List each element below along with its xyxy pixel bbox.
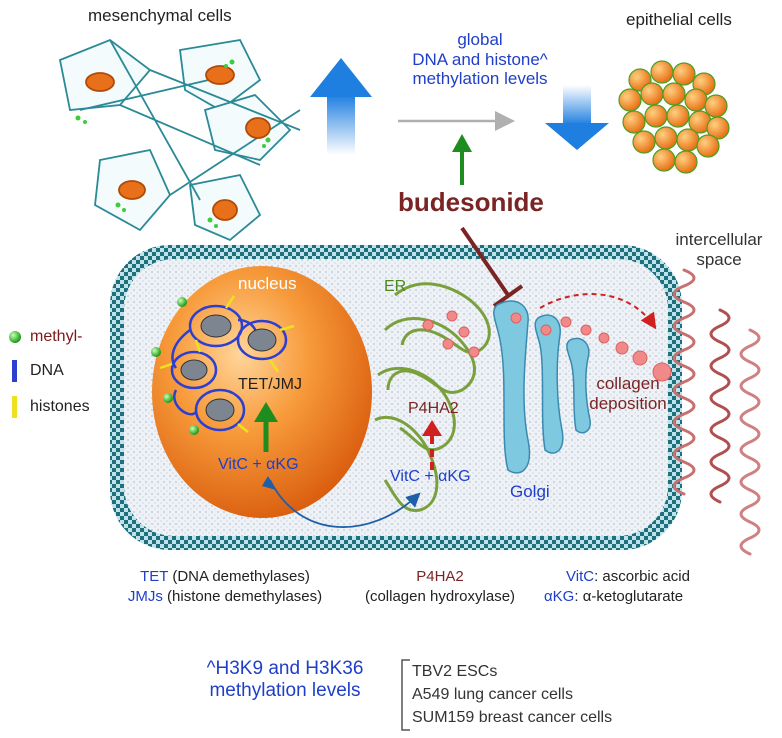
cell-lines-list: TBV2 ESCs A549 lung cancer cells SUM159 … — [412, 660, 612, 730]
er-label: ER — [384, 278, 407, 295]
akg-desc: : α-ketoglutarate — [574, 588, 684, 605]
budesonide-inhibition — [460, 226, 524, 308]
cofactor-link-arrowhead-start — [262, 476, 276, 490]
nucleosomes — [151, 295, 295, 435]
cell-lines-bracket — [401, 659, 410, 731]
legend-dna-label: DNA — [30, 362, 64, 379]
nucleus-label: nucleus — [238, 274, 297, 293]
collagen-deposition-label: collagen deposition — [580, 374, 676, 413]
global-line1: global — [457, 30, 503, 49]
jmj-term: JMJs — [127, 588, 163, 605]
vitc-desc: : ascorbic acid — [594, 568, 690, 585]
p4ha2-definition-term: P4HA2 — [416, 568, 464, 585]
intercellular-line1: intercellular — [675, 230, 763, 249]
golgi-label: Golgi — [510, 482, 550, 501]
tet-activation-arrow — [254, 402, 278, 452]
budesonide-label: budesonide — [398, 187, 544, 217]
collagen-line1: collagen — [596, 374, 660, 393]
vitc-akg-nucleus-label: VitC + αKG — [218, 456, 299, 473]
epithelial-cells-illustration — [618, 60, 730, 174]
intercellular-space-label: intercellular space — [660, 230, 778, 269]
cofactor-link-arrow — [269, 479, 421, 528]
blue-bar-icon — [12, 360, 17, 382]
tet-desc: (DNA demethylases) — [168, 568, 310, 585]
tet-definition: TET (DNA demethylases) — [100, 568, 350, 585]
jmj-definition: JMJs (histone demethylases) — [100, 588, 350, 605]
mesenchymal-label: mesenchymal cells — [88, 6, 232, 25]
h3k-line2: methylation levels — [209, 679, 361, 701]
cell-line-item: A549 lung cancer cells — [412, 686, 573, 704]
p4ha2-label: P4HA2 — [408, 400, 459, 417]
tet-term: TET — [140, 568, 169, 585]
green-sphere-icon — [9, 331, 21, 343]
h3k-label: ^H3K9 and H3K36 methylation levels — [180, 658, 390, 702]
decrease-arrow-icon — [545, 85, 609, 150]
budesonide-increase-arrow — [452, 134, 472, 185]
vitc-definition: VitC: ascorbic acid — [566, 568, 690, 585]
global-methylation-label: global DNA and histone^ methylation leve… — [380, 30, 580, 89]
akg-definition: αKG: α-ketoglutarate — [544, 588, 683, 605]
p4ha2-activation-arrow — [422, 420, 442, 470]
collagen-line2: deposition — [589, 393, 667, 413]
akg-term: αKG — [544, 588, 575, 605]
h3k-line1: ^H3K9 and H3K36 — [206, 658, 364, 679]
legend-icons — [9, 331, 21, 418]
jmj-desc: (histone demethylases) — [162, 588, 323, 605]
vitc-term: VitC — [566, 568, 595, 585]
legend-histones-label: histones — [30, 398, 90, 415]
yellow-bar-icon — [12, 396, 17, 418]
global-line2: DNA and histone^ — [412, 49, 548, 69]
golgi-apparatus — [493, 300, 591, 474]
global-line3: methylation levels — [412, 69, 548, 89]
epithelial-label: epithelial cells — [626, 10, 732, 29]
p4ha2-definition-desc: (collagen hydroxylase) — [364, 588, 516, 605]
increase-arrow-icon — [310, 58, 372, 155]
collagen-fibers — [672, 268, 761, 556]
mesenchymal-cells-illustration — [58, 38, 301, 242]
secretion-arrow — [539, 293, 657, 330]
cell-line-item: SUM159 breast cancer cells — [412, 709, 613, 727]
vitc-akg-er-label: VitC + αKG — [390, 468, 471, 485]
legend-methyl-label: methyl- — [30, 328, 83, 345]
tet-jmj-label: TET/JMJ — [238, 376, 302, 393]
cell-line-item: TBV2 ESCs — [412, 663, 498, 680]
collagen-vesicles — [422, 310, 672, 382]
intercellular-line2: space — [696, 249, 742, 269]
